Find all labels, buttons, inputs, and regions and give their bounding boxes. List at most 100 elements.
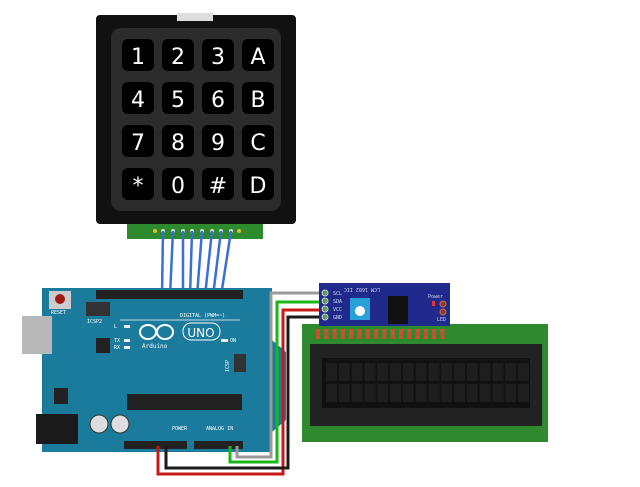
- keypad-key-label: D: [250, 174, 267, 199]
- keypad-key-label: B: [250, 88, 265, 113]
- keypad-key[interactable]: 0: [162, 168, 194, 200]
- lcd-pin: [316, 329, 320, 339]
- keypad-key[interactable]: 9: [202, 125, 234, 157]
- led-tx-label: TX: [114, 338, 120, 344]
- lcd-pin: [340, 329, 345, 339]
- keypad-key-label: 0: [171, 174, 185, 199]
- keypad-key-label: 1: [131, 45, 145, 70]
- lcd-pin: [399, 329, 403, 339]
- lcd-pin: [324, 329, 329, 339]
- lcd-pin: [415, 329, 420, 339]
- keypad-key[interactable]: B: [242, 82, 274, 114]
- atmega-chip: [127, 394, 242, 410]
- arduino-board: [42, 288, 286, 452]
- power-label: POWER: [172, 426, 188, 432]
- power-led-label: Power: [428, 294, 443, 300]
- keypad-key[interactable]: #: [202, 168, 234, 200]
- i2c-pin-label: GND: [333, 315, 342, 321]
- led-on-label: ON: [230, 338, 236, 344]
- svg-text:UNO: UNO: [187, 326, 214, 340]
- i2c-pin: [321, 313, 329, 321]
- i2c-title: LCM 1602 IIC: [344, 286, 380, 292]
- lcd-pin: [440, 329, 445, 339]
- keypad-key[interactable]: 1: [122, 39, 154, 71]
- lcd-pin: [357, 329, 362, 339]
- keypad-key[interactable]: 4: [122, 82, 154, 114]
- icsp-label: ICSP: [225, 360, 231, 372]
- led-l-label: L: [114, 324, 117, 330]
- i2c-pin-label: VCC: [333, 307, 342, 313]
- keypad-key[interactable]: 6: [202, 82, 234, 114]
- i2c-pin: [321, 297, 329, 305]
- arduino-uno: RESET ICSP2 DIGITAL (PWM=~) L TX RX UNO …: [22, 288, 286, 452]
- analog-header: [194, 441, 243, 449]
- i2c-wires: [156, 291, 324, 476]
- icsp2-header: [86, 302, 110, 316]
- keypad-key[interactable]: *: [122, 168, 154, 200]
- wire-vcc: [156, 308, 324, 476]
- lcd-pin: [390, 329, 395, 339]
- keypad-key[interactable]: 7: [122, 125, 154, 157]
- power-header: [124, 441, 187, 449]
- digital-header-high: [96, 290, 202, 299]
- keypad-key[interactable]: D: [242, 168, 274, 200]
- keypad-wire: [160, 230, 165, 297]
- keypad-wire: [211, 230, 223, 297]
- keypad-wire: [188, 230, 194, 297]
- lcd-pin: [423, 329, 428, 339]
- keypad-key-label: 9: [211, 131, 225, 156]
- keypad-key-label: 6: [211, 88, 225, 113]
- reset-label: RESET: [51, 310, 66, 316]
- lcd-pin: [407, 329, 412, 339]
- keypad-key-label: A: [250, 45, 265, 70]
- keypad-wire: [195, 230, 204, 297]
- keypad-key-label: 4: [131, 88, 145, 113]
- keypad-key[interactable]: A: [242, 39, 274, 71]
- lcd-pin: [432, 329, 437, 339]
- usb-connector: [22, 316, 52, 354]
- analog-label: ANALOG IN: [206, 426, 233, 432]
- keypad-key-label: #: [209, 174, 227, 199]
- lcd-pin: [349, 329, 354, 339]
- voltage-regulator: [54, 388, 68, 404]
- keypad-key[interactable]: C: [242, 125, 274, 157]
- keypad-key[interactable]: 5: [162, 82, 194, 114]
- wire-gnd: [164, 315, 324, 470]
- keypad-key[interactable]: 2: [162, 39, 194, 71]
- i2c-chip: [388, 296, 408, 324]
- led-jumper-label: LED: [437, 317, 446, 323]
- keypad-key[interactable]: 8: [162, 125, 194, 157]
- arduino-logo: UNO Arduino: [139, 322, 221, 350]
- power-jack: [36, 414, 78, 444]
- icsp2-label: ICSP2: [87, 319, 102, 325]
- digital-label: DIGITAL (PWM=~): [180, 313, 225, 319]
- keypad-key[interactable]: 3: [202, 39, 234, 71]
- keypad-key-label: 8: [171, 131, 185, 156]
- keypad-key-label: 7: [131, 131, 145, 156]
- keypad-wires: [153, 229, 241, 297]
- lcd-pin: [374, 329, 379, 339]
- keypad-key-label: *: [133, 174, 144, 199]
- i2c-pin-label: SDA: [333, 299, 342, 305]
- keypad-key-label: C: [250, 131, 265, 156]
- keypad-tab: [177, 13, 213, 21]
- keypad-wire: [168, 230, 175, 297]
- icsp-header: [234, 354, 246, 372]
- digital-header-low: [181, 290, 243, 299]
- keypad-wire: [203, 230, 214, 297]
- lcd-pin: [365, 329, 370, 339]
- keypad-wire: [219, 230, 233, 297]
- led-rx-label: RX: [114, 345, 120, 351]
- i2c-pin: [321, 289, 329, 297]
- keypad-key-label: 5: [171, 88, 185, 113]
- i2c-pin: [321, 305, 329, 313]
- lcd-pin: [382, 329, 387, 339]
- wire-sda: [228, 300, 324, 464]
- lcd-1602: [302, 324, 548, 442]
- keypad-key-label: 2: [171, 45, 185, 70]
- wire-scl: [235, 291, 324, 459]
- usb-chip: [96, 338, 110, 353]
